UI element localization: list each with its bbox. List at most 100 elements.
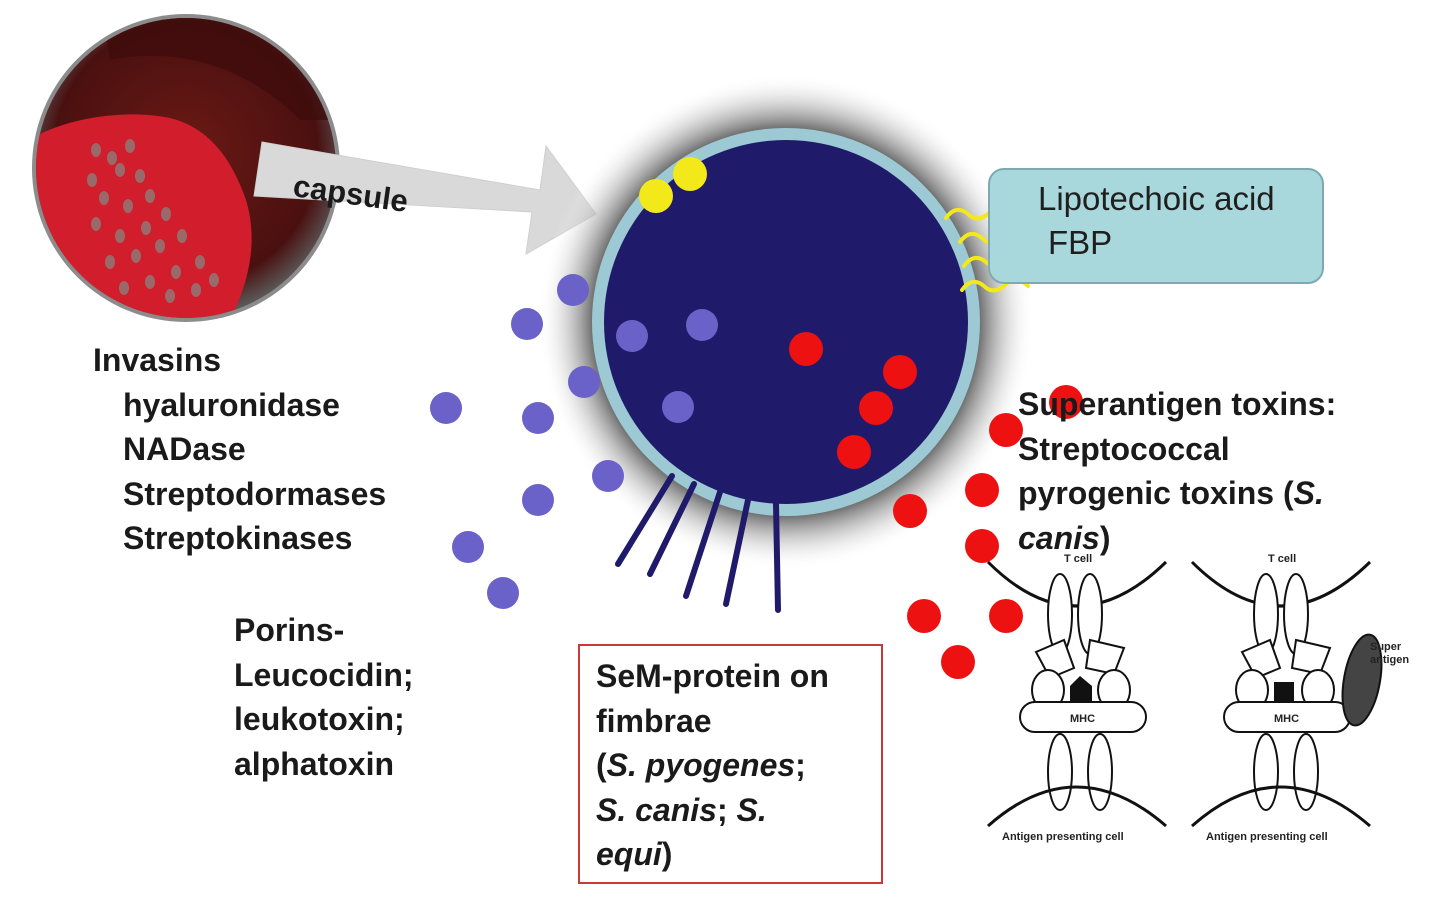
colony xyxy=(161,207,171,221)
colony xyxy=(145,275,155,289)
sem-line1: SeM-protein on xyxy=(596,658,829,694)
invasin-dot xyxy=(557,274,589,306)
invasin-dot xyxy=(522,484,554,516)
colony xyxy=(177,229,187,243)
superantigen-shape xyxy=(1341,633,1383,727)
mhc-chain xyxy=(1087,733,1113,811)
lipoteichoic-acid-box: Lipotechoic acid FBP xyxy=(988,168,1324,284)
fimbria xyxy=(615,473,675,567)
colony xyxy=(91,143,101,157)
superantigen-line4: canis) xyxy=(1018,519,1111,556)
mhc-chain xyxy=(1293,733,1319,811)
invasin-dot xyxy=(616,320,648,352)
toxin-dot xyxy=(941,645,975,679)
superantigen-small-label-1: Super xyxy=(1370,641,1402,653)
invasin-dot xyxy=(522,402,554,434)
tcell-membrane xyxy=(986,560,1168,608)
invasin-item: hyaluronidase xyxy=(123,386,340,423)
colony xyxy=(165,289,175,303)
mhc-chain xyxy=(1047,733,1073,811)
fimbria xyxy=(723,497,751,607)
colony xyxy=(209,273,219,287)
colony xyxy=(135,169,145,183)
porins-line: Porins- xyxy=(234,612,345,648)
toxin-dot xyxy=(789,332,823,366)
surface-protein-dot xyxy=(639,179,673,213)
tcell-mhc-schematic-superantigen: T cell MHC Super antigen Antigen present… xyxy=(1190,553,1409,843)
toxin-dot xyxy=(989,413,1023,447)
invasin-dot xyxy=(662,391,694,423)
sem-line3: (S. pyogenes; xyxy=(596,747,806,783)
mhc-label: MHC xyxy=(1070,713,1095,725)
toxin-dot xyxy=(883,355,917,389)
sem-line2: fimbrae xyxy=(596,702,712,739)
tcell-label: T cell xyxy=(1268,553,1296,565)
antigen-peptide xyxy=(1070,676,1092,702)
surface-protein-dot xyxy=(673,157,707,191)
sem-line4: S. canis; S. xyxy=(596,791,767,828)
colony xyxy=(115,229,125,243)
colony xyxy=(191,283,201,297)
colony xyxy=(141,221,151,235)
apc-membrane xyxy=(1191,785,1371,828)
colony xyxy=(99,191,109,205)
colony xyxy=(171,265,181,279)
tcell-label: T cell xyxy=(1064,553,1092,565)
cd4-domain xyxy=(1084,638,1126,676)
invasin-item: Streptokinases xyxy=(123,520,353,556)
tcell-mhc-schematic-normal: T cell MHC Antigen presenting cell xyxy=(986,553,1168,843)
invasin-dot xyxy=(430,392,462,424)
bacterial-colonies xyxy=(87,139,219,303)
toxin-molecules xyxy=(789,332,1083,679)
invasins-label: Invasins hyaluronidase NADase Streptodor… xyxy=(93,338,386,561)
invasin-item: Streptodormases xyxy=(123,475,387,512)
toxin-dot xyxy=(989,599,1023,633)
invasins-title: Invasins xyxy=(93,342,222,378)
mhc-bar xyxy=(1019,701,1147,733)
invasin-molecules xyxy=(430,274,718,609)
sem-protein-box: SeM-protein on fimbrae (S. pyogenes; S. … xyxy=(578,644,883,884)
porins-line: Leucocidin; xyxy=(234,656,414,693)
colony xyxy=(145,189,155,203)
colony xyxy=(195,255,205,269)
colony xyxy=(125,139,135,153)
porins-line: leukotoxin; xyxy=(234,701,405,737)
superantigen-line1: Superantigen toxins: xyxy=(1018,386,1337,422)
colony xyxy=(115,163,125,177)
surface-proteins xyxy=(639,157,707,213)
fimbria xyxy=(647,481,697,577)
toxin-dot xyxy=(837,435,871,469)
superantigen-small-label-2: antigen xyxy=(1370,654,1409,666)
porins-line: alphatoxin xyxy=(234,745,395,782)
apc-label: Antigen presenting cell xyxy=(1206,831,1328,843)
invasin-item: NADase xyxy=(123,431,246,467)
lipo-label-line2: FBP xyxy=(1048,224,1113,261)
sem-line5: equi) xyxy=(596,836,673,872)
colony xyxy=(155,239,165,253)
toxin-dot xyxy=(907,599,941,633)
invasin-dot xyxy=(487,577,519,609)
cd4-domain xyxy=(1290,638,1332,676)
tcell-membrane xyxy=(1190,560,1372,608)
superantigen-line2: Streptococcal xyxy=(1018,430,1230,467)
fimbria xyxy=(773,501,781,613)
superantigen-label: Superantigen toxins: Streptococcal pyrog… xyxy=(1018,382,1336,560)
toxin-dot xyxy=(965,529,999,563)
colony xyxy=(131,249,141,263)
toxin-dot xyxy=(965,473,999,507)
invasin-dot xyxy=(568,366,600,398)
colony xyxy=(123,199,133,213)
invasin-dot xyxy=(686,309,718,341)
colony xyxy=(91,217,101,231)
mhc-chain xyxy=(1253,733,1279,811)
superantigen-line3: pyrogenic toxins (S. xyxy=(1018,475,1324,511)
fimbria xyxy=(683,489,723,599)
porins-label: Porins- Leucocidin; leukotoxin; alphatox… xyxy=(234,608,414,786)
toxin-dot xyxy=(859,391,893,425)
colony xyxy=(105,255,115,269)
toxin-dot xyxy=(893,494,927,528)
toxin-dot xyxy=(1049,385,1083,419)
bacterium-cell xyxy=(538,74,1034,570)
apc-membrane xyxy=(987,785,1167,828)
